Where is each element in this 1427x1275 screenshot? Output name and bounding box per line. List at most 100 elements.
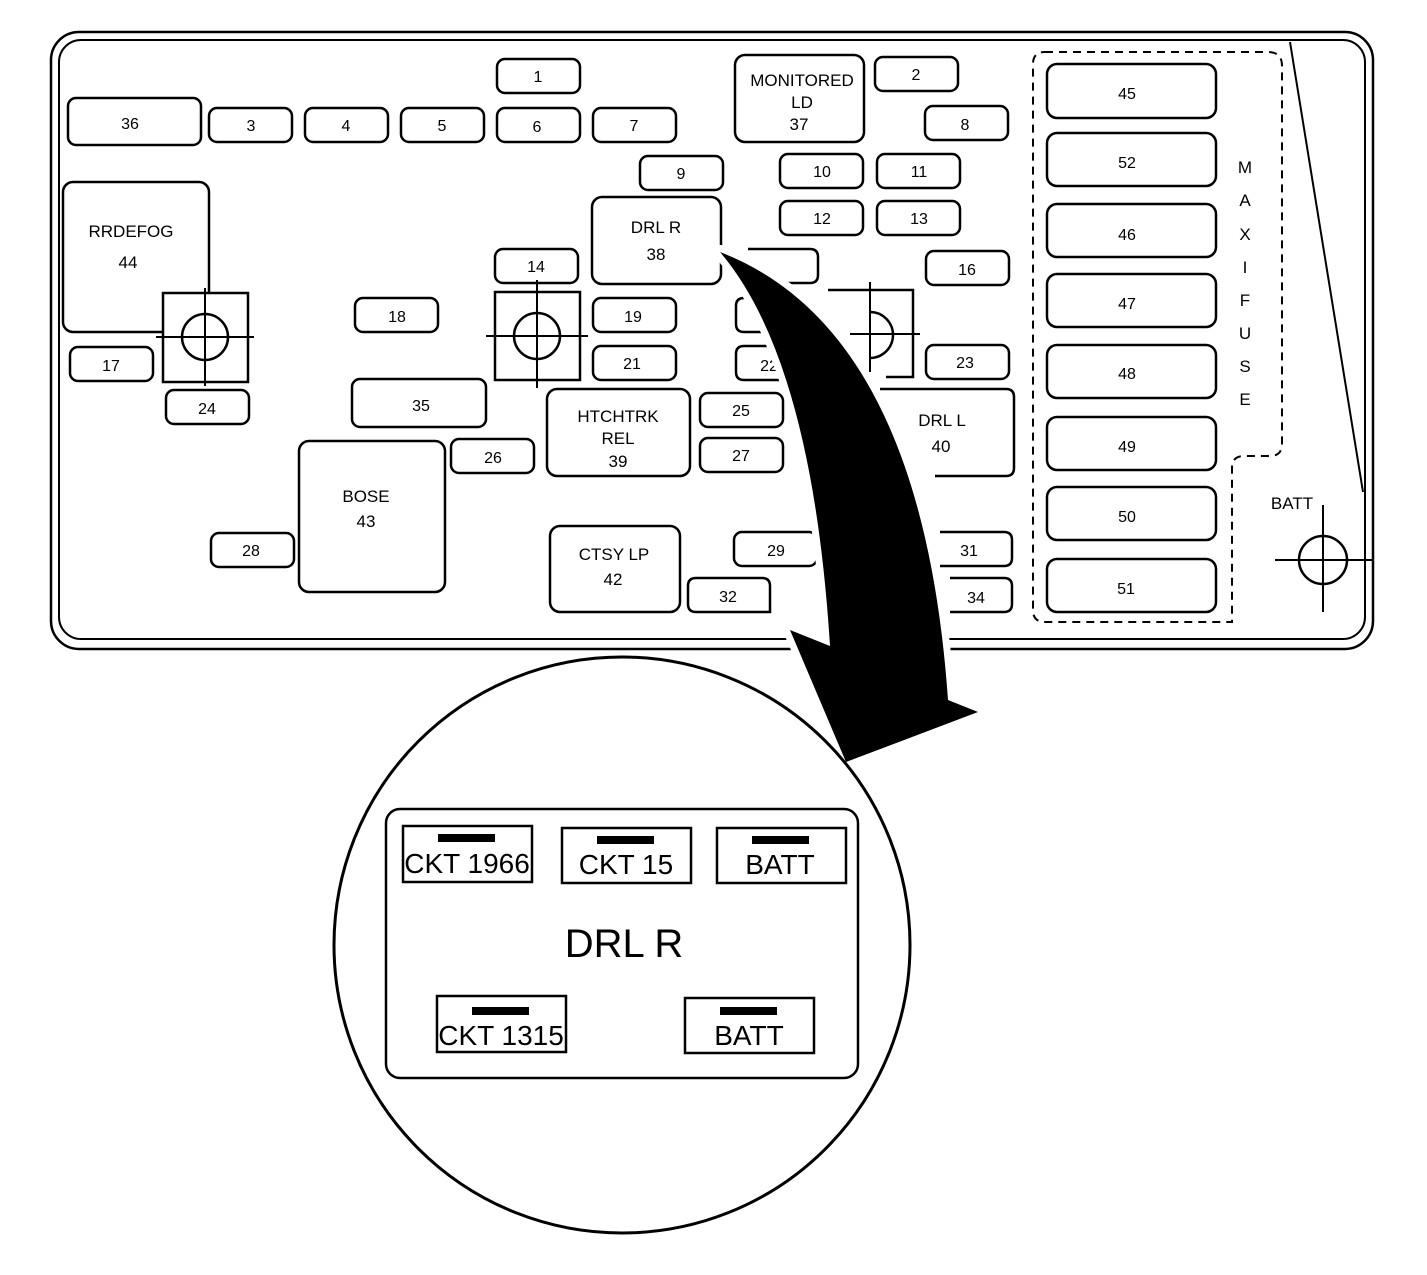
svg-text:CTSY LP: CTSY LP bbox=[579, 545, 650, 564]
svg-text:17: 17 bbox=[102, 358, 120, 375]
svg-text:A: A bbox=[1239, 191, 1251, 210]
fuse-block-outline bbox=[49, 30, 1375, 651]
svg-text:38: 38 bbox=[647, 245, 666, 264]
svg-text:10: 10 bbox=[813, 164, 831, 181]
svg-text:34: 34 bbox=[967, 590, 985, 607]
maxi-fuse-47: 47 bbox=[1045, 272, 1218, 329]
svg-text:43: 43 bbox=[357, 512, 376, 531]
svg-text:CKT 15: CKT 15 bbox=[579, 849, 673, 880]
svg-text:16: 16 bbox=[958, 262, 976, 279]
svg-text:49: 49 bbox=[1118, 439, 1136, 456]
svg-text:8: 8 bbox=[961, 117, 970, 134]
fuse-7: 7 bbox=[591, 106, 678, 144]
fuse-9: 9 bbox=[638, 154, 725, 192]
svg-text:35: 35 bbox=[412, 398, 430, 415]
svg-text:18: 18 bbox=[388, 309, 406, 326]
relay-htchtrk-rel: HTCHTRK REL 39 bbox=[545, 387, 692, 478]
svg-text:42: 42 bbox=[604, 570, 623, 589]
fuse-31: 31 bbox=[940, 530, 1014, 568]
svg-text:26: 26 bbox=[484, 450, 502, 467]
svg-text:29: 29 bbox=[767, 543, 785, 560]
relay-bose: BOSE 43 bbox=[297, 439, 447, 594]
svg-text:48: 48 bbox=[1118, 366, 1136, 383]
svg-text:21: 21 bbox=[623, 356, 641, 373]
terminal-ckt-1315: CKT 1315 bbox=[435, 994, 568, 1054]
maxi-fuse-region bbox=[1032, 51, 1283, 623]
svg-text:31: 31 bbox=[960, 543, 978, 560]
svg-text:MONITORED: MONITORED bbox=[750, 71, 854, 90]
fuse-14: 14 bbox=[493, 247, 580, 285]
fuse-27: 27 bbox=[698, 436, 785, 474]
relay-ctsy-lp: CTSY LP 42 bbox=[548, 524, 682, 614]
maxi-fuse-49: 49 bbox=[1045, 415, 1218, 472]
svg-text:12: 12 bbox=[813, 211, 831, 228]
svg-text:50: 50 bbox=[1118, 509, 1136, 526]
svg-text:1: 1 bbox=[534, 69, 543, 86]
relay-monitored-ld: MONITORED LD 37 bbox=[733, 53, 866, 144]
maxi-fuse-45: 45 bbox=[1045, 62, 1218, 120]
fuse-12: 12 bbox=[778, 199, 865, 237]
svg-text:S: S bbox=[1239, 357, 1250, 376]
fuse-25: 25 bbox=[698, 391, 785, 429]
fuse-13: 13 bbox=[875, 199, 962, 237]
svg-text:CKT 1966: CKT 1966 bbox=[404, 848, 530, 879]
maxi-fuse-48: 48 bbox=[1045, 343, 1218, 400]
svg-text:14: 14 bbox=[527, 259, 545, 276]
mount-stud-center bbox=[486, 280, 588, 388]
svg-text:I: I bbox=[1243, 258, 1248, 277]
fuse-1: 1 bbox=[495, 57, 582, 95]
maxi-fuse-label: M A X I F U S E bbox=[1238, 158, 1252, 409]
fuse-23: 23 bbox=[924, 343, 1011, 381]
svg-text:7: 7 bbox=[630, 118, 639, 135]
svg-text:45: 45 bbox=[1118, 86, 1136, 103]
svg-text:28: 28 bbox=[242, 543, 260, 560]
svg-text:27: 27 bbox=[732, 448, 750, 465]
svg-text:52: 52 bbox=[1118, 155, 1136, 172]
svg-text:BATT: BATT bbox=[714, 1020, 783, 1051]
fuse-24: 24 bbox=[164, 388, 251, 426]
detail-title: DRL R bbox=[565, 922, 684, 966]
svg-text:39: 39 bbox=[609, 452, 628, 471]
fuse-4: 4 bbox=[303, 106, 390, 144]
svg-text:36: 36 bbox=[121, 116, 139, 133]
fuse-3: 3 bbox=[207, 106, 294, 144]
fuse-19: 19 bbox=[591, 296, 678, 334]
maxi-fuse-46: 46 bbox=[1045, 202, 1218, 259]
svg-text:4: 4 bbox=[342, 118, 351, 135]
svg-text:REL: REL bbox=[601, 429, 634, 448]
maxi-fuse-51: 51 bbox=[1045, 557, 1218, 614]
terminal-batt-top: BATT bbox=[715, 826, 848, 885]
fuse-35: 35 bbox=[350, 377, 488, 429]
svg-text:CKT 1315: CKT 1315 bbox=[438, 1020, 564, 1051]
fuse-26: 26 bbox=[449, 437, 536, 475]
fuse-10: 10 bbox=[778, 152, 865, 190]
terminal-ckt-1966: CKT 1966 bbox=[401, 824, 534, 884]
svg-text:BATT: BATT bbox=[1271, 494, 1313, 513]
svg-text:44: 44 bbox=[119, 253, 138, 272]
svg-text:BATT: BATT bbox=[745, 849, 814, 880]
svg-text:9: 9 bbox=[677, 166, 686, 183]
relay-drl-r: DRL R 38 bbox=[590, 195, 723, 286]
fuse-6: 6 bbox=[495, 106, 582, 144]
svg-text:M: M bbox=[1238, 158, 1252, 177]
svg-text:32: 32 bbox=[719, 589, 737, 606]
relay-drl-l: DRL L 40 bbox=[880, 387, 1016, 478]
fuse-21: 21 bbox=[591, 344, 678, 382]
svg-text:46: 46 bbox=[1118, 227, 1136, 244]
svg-text:13: 13 bbox=[910, 211, 928, 228]
svg-text:37: 37 bbox=[790, 115, 809, 134]
fuse-5: 5 bbox=[399, 106, 486, 144]
svg-text:DRL R: DRL R bbox=[631, 218, 681, 237]
batt-stud: BATT bbox=[1271, 494, 1372, 612]
svg-text:6: 6 bbox=[533, 119, 542, 136]
mount-stud-right bbox=[828, 282, 920, 379]
svg-text:F: F bbox=[1240, 291, 1250, 310]
svg-text:2: 2 bbox=[912, 67, 921, 84]
svg-text:E: E bbox=[1239, 390, 1250, 409]
fuse-16: 16 bbox=[924, 249, 1011, 287]
svg-text:LD: LD bbox=[791, 93, 813, 112]
fuse-18: 18 bbox=[353, 296, 440, 334]
fuse-8: 8 bbox=[923, 104, 1010, 142]
terminal-batt-bottom: BATT bbox=[683, 996, 816, 1055]
